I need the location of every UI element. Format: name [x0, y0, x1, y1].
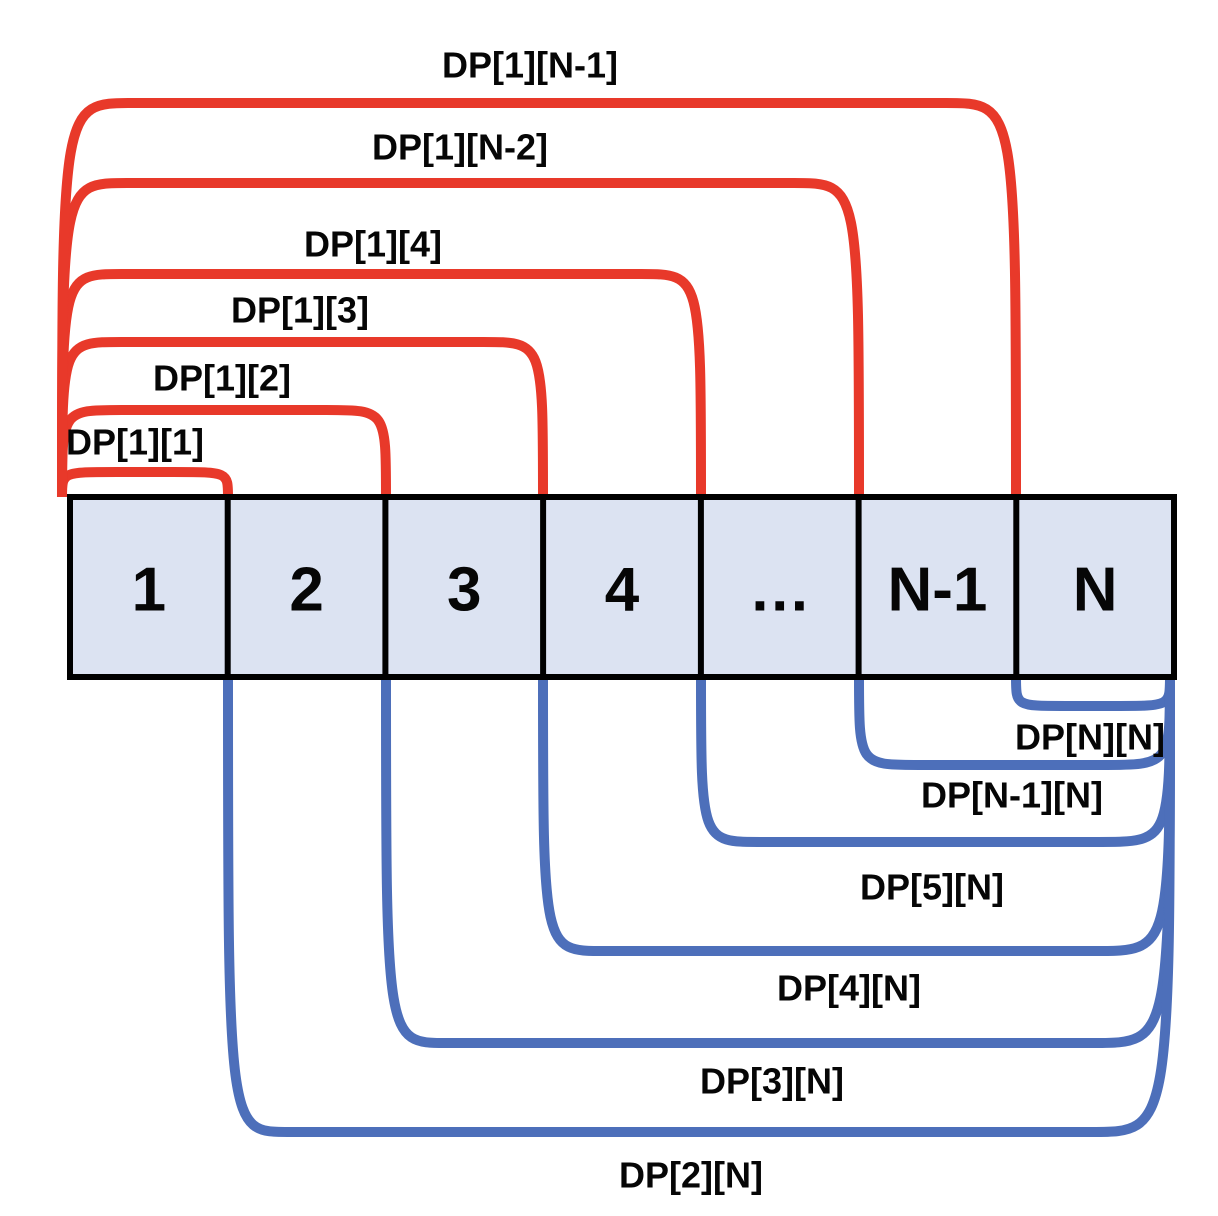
arc-dp-1-1 [57, 467, 233, 498]
label-dp-3-n: DP[3][N] [700, 1061, 844, 1102]
top-arc-labels: DP[1][1] DP[1][2] DP[1][3] DP[1][4] DP[1… [66, 45, 618, 463]
top-arcs-group [57, 98, 1021, 498]
bottom-arc-labels: DP[N][N] DP[N-1][N] DP[5][N] DP[4][N] DP… [619, 717, 1165, 1196]
label-dp-n1-n: DP[N-1][N] [921, 775, 1103, 816]
cell-n: N [1073, 556, 1118, 625]
label-dp-2-n: DP[2][N] [619, 1155, 763, 1196]
array-row: 1 2 3 4 … N-1 N [67, 494, 1177, 680]
label-dp-1-1: DP[1][1] [66, 422, 204, 463]
cell-ellipsis: … [749, 556, 811, 625]
label-dp-1-2: DP[1][2] [153, 358, 291, 399]
cell-3: 3 [447, 556, 481, 625]
cell-2: 2 [289, 556, 323, 625]
bottom-arcs-group [223, 676, 1175, 1137]
label-dp-1-4: DP[1][4] [304, 224, 442, 265]
arc-dp-1-n1 [57, 98, 1021, 498]
label-dp-1-n2: DP[1][N-2] [372, 127, 548, 168]
cell-1: 1 [132, 556, 166, 625]
arc-dp-n-n [1011, 676, 1175, 711]
arc-dp-2-n [223, 676, 1175, 1137]
label-dp-5-n: DP[5][N] [860, 867, 1004, 908]
array-outline [67, 494, 1177, 680]
label-dp-4-n: DP[4][N] [777, 968, 921, 1009]
cell-4: 4 [605, 556, 640, 625]
label-dp-1-n1: DP[1][N-1] [442, 45, 618, 86]
label-dp-1-3: DP[1][3] [231, 290, 369, 331]
cell-n-minus-1: N-1 [887, 556, 987, 625]
label-dp-n-n: DP[N][N] [1015, 717, 1165, 758]
